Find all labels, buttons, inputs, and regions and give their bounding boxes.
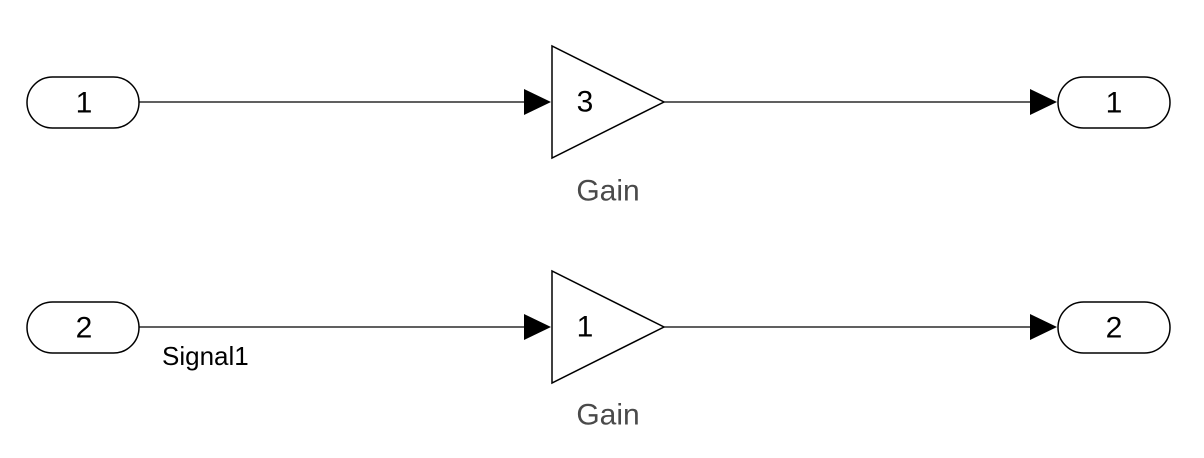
inport-2-number: 2 <box>76 312 93 345</box>
gain-1-value: 3 <box>577 86 594 119</box>
outport-1[interactable]: 1 <box>1057 76 1171 129</box>
inport-2[interactable]: 2 <box>26 301 140 354</box>
gain-2-triangle-shape <box>551 269 666 385</box>
arrow-head-out-2 <box>1030 314 1057 340</box>
arrow-head-out-1 <box>1030 89 1057 115</box>
outport-1-number: 1 <box>1106 87 1123 120</box>
signal-line-in-2[interactable] <box>139 314 551 340</box>
inport-1-number: 1 <box>76 87 93 120</box>
gain-2-value: 1 <box>577 311 594 344</box>
signal-name-label[interactable]: Signal1 <box>162 341 249 371</box>
gain-block-1[interactable]: 3 <box>551 44 666 160</box>
signal-line-out-2[interactable] <box>664 314 1057 340</box>
signal-row-1: 1 3 Gain 1 <box>26 44 1171 208</box>
gain-block-2[interactable]: 1 <box>551 269 666 385</box>
outport-2-shape <box>1057 301 1171 354</box>
signal-line-out-1[interactable] <box>664 89 1057 115</box>
arrow-head-in-2 <box>524 314 551 340</box>
outport-1-shape <box>1057 76 1171 129</box>
inport-1[interactable]: 1 <box>26 76 140 129</box>
signal-line-in-1[interactable] <box>139 89 551 115</box>
gain-1-triangle-shape <box>551 44 666 160</box>
outport-2-number: 2 <box>1106 312 1123 345</box>
gain-1-label: Gain <box>576 175 639 208</box>
gain-2-label: Gain <box>576 399 639 432</box>
outport-2[interactable]: 2 <box>1057 301 1171 354</box>
arrow-head-in-1 <box>524 89 551 115</box>
signal-row-2: 2 Signal1 1 Gain 2 <box>26 269 1171 432</box>
